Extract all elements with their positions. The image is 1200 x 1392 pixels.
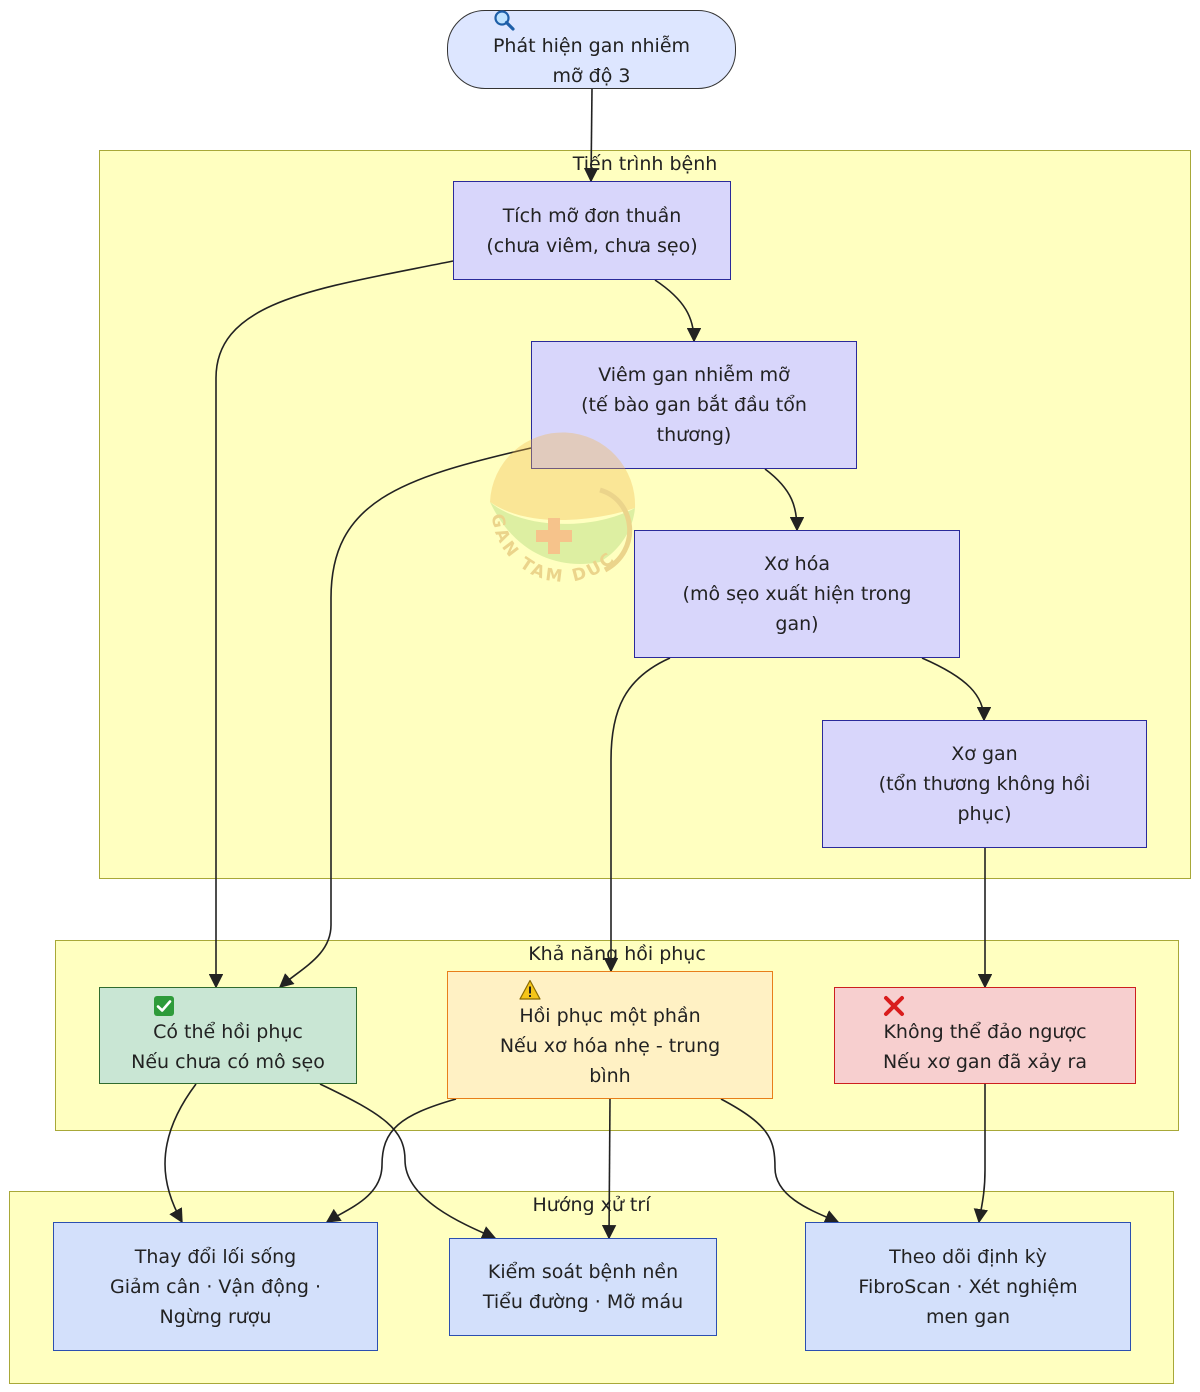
cirrhosis-detail-1: (tổn thương không hồi [878, 773, 1091, 795]
cluster-title-recovery: Khả năng hồi phục [528, 943, 706, 965]
comorbidity-detail: Tiểu đường · Mỡ máu [482, 1291, 684, 1313]
steatohepatitis-title: Viêm gan nhiễm mỡ [598, 364, 790, 386]
node-monitoring[interactable]: Theo dõi định kỳ FibroScan · Xét nghiệm … [805, 1222, 1131, 1351]
partial-title: Hồi phục một phần [519, 1005, 701, 1027]
edge-fibrosis-cirrhosis [921, 657, 992, 722]
monitoring-detail-1: FibroScan · Xét nghiệm [858, 1275, 1078, 1298]
steatohepatitis-detail-2: thương) [656, 424, 732, 446]
partial-detail-2: bình [589, 1065, 631, 1087]
edge-reversible-comorbidity [319, 1083, 497, 1240]
steatohepatitis-detail-1: (tế bào gan bắt đầu tổn [581, 394, 807, 416]
cross-mark-icon [883, 995, 905, 1017]
edge-steatosis-reversible [208, 260, 454, 989]
cluster-title-management: Hướng xử trí [532, 1194, 651, 1216]
irreversible-detail: Nếu xơ gan đã xảy ra [882, 1050, 1088, 1073]
lifestyle-title: Thay đổi lối sống [134, 1245, 297, 1268]
edge-partial-monitoring [720, 1098, 840, 1224]
edge-irreversible-monitoring [973, 1084, 988, 1224]
node-start[interactable]: Phát hiện gan nhiễm mỡ độ 3 [447, 9, 736, 89]
steatosis-title: Tích mỡ đơn thuần [502, 204, 682, 227]
node-steatosis[interactable]: Tích mỡ đơn thuần (chưa viêm, chưa sẹo) [453, 181, 731, 280]
lifestyle-detail-2: Ngừng rượu [159, 1305, 272, 1328]
edge-reversible-lifestyle [164, 1083, 197, 1224]
start-line-1: Phát hiện gan nhiễm [492, 34, 691, 57]
warning-icon [519, 979, 541, 1001]
node-cirrhosis[interactable]: Xơ gan (tổn thương không hồi phục) [822, 720, 1147, 848]
monitoring-detail-2: men gan [925, 1305, 1011, 1328]
edge-steatohepatitis-fibrosis [764, 468, 805, 532]
cirrhosis-title: Xơ gan [951, 743, 1018, 765]
comorbidity-title: Kiểm soát bệnh nền [487, 1261, 679, 1283]
cirrhosis-detail-2: phục) [957, 803, 1012, 825]
fibrosis-detail-2: gan) [775, 613, 819, 635]
node-comorbidity[interactable]: Kiểm soát bệnh nền Tiểu đường · Mỡ máu [449, 1238, 717, 1336]
monitoring-title: Theo dõi định kỳ [889, 1245, 1047, 1268]
fibrosis-detail-1: (mô sẹo xuất hiện trong [682, 583, 912, 605]
edge-partial-comorbidity [601, 1098, 617, 1240]
node-steatohepatitis[interactable]: Viêm gan nhiễm mỡ (tế bào gan bắt đầu tổ… [531, 341, 857, 469]
edge-steatohepatitis-reversible [278, 447, 532, 988]
edge-partial-lifestyle [325, 1098, 457, 1223]
fibrosis-title: Xơ hóa [764, 553, 830, 575]
edge-start-steatosis [583, 88, 599, 183]
check-mark-icon [153, 995, 175, 1017]
reversible-detail: Nếu chưa có mô sẹo [131, 1050, 325, 1073]
node-lifestyle[interactable]: Thay đổi lối sống Giảm cân · Vận động · … [53, 1222, 378, 1351]
magnifier-icon [493, 9, 515, 31]
cluster-title-progression: Tiến trình bệnh [572, 153, 718, 175]
reversible-title: Có thể hồi phục [153, 1020, 303, 1043]
edge-steatosis-steatohepatitis [654, 279, 702, 343]
steatosis-detail: (chưa viêm, chưa sẹo) [486, 234, 698, 257]
node-irreversible[interactable]: Không thể đảo ngược Nếu xơ gan đã xảy ra [834, 987, 1136, 1084]
node-fibrosis[interactable]: Xơ hóa (mô sẹo xuất hiện trong gan) [634, 530, 960, 658]
edge-fibrosis-partial [603, 657, 671, 973]
node-partial[interactable]: Hồi phục một phần Nếu xơ hóa nhẹ - trung… [447, 971, 773, 1099]
start-line-2: mỡ độ 3 [552, 64, 631, 87]
partial-detail-1: Nếu xơ hóa nhẹ - trung [499, 1035, 721, 1057]
node-reversible[interactable]: Có thể hồi phục Nếu chưa có mô sẹo [99, 987, 357, 1084]
lifestyle-detail-1: Giảm cân · Vận động · [109, 1275, 322, 1298]
irreversible-title: Không thể đảo ngược [883, 1020, 1087, 1043]
